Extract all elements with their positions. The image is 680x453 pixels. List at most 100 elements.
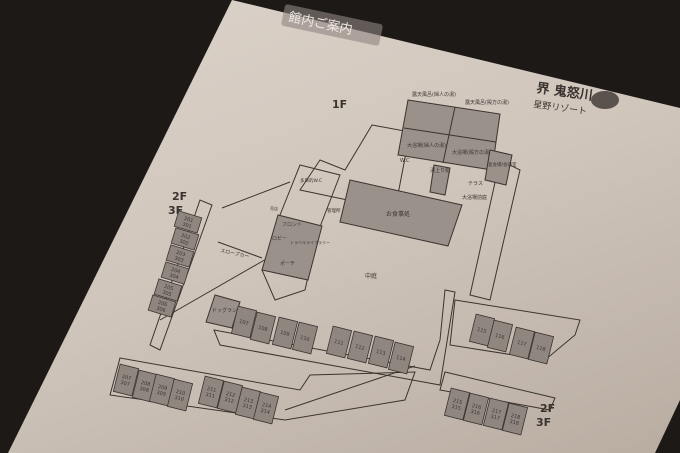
label-multi-wc: 多目的W.C: [300, 177, 322, 184]
room-number: 202: [180, 233, 191, 242]
room-box: [387, 341, 415, 375]
room-118: 118: [527, 331, 555, 365]
room-box: [482, 397, 510, 431]
room-number: 309: [156, 390, 167, 398]
room-number: 315: [451, 404, 462, 412]
room-number: 212: [225, 391, 236, 399]
room-number: 109: [279, 330, 290, 338]
label-yuagari: 湯上り処: [430, 167, 450, 174]
room-box: [147, 294, 177, 318]
room-box: [325, 325, 353, 359]
room-number: 316: [470, 409, 481, 417]
room-number: 117: [516, 340, 527, 348]
room-114: 114: [387, 341, 415, 375]
room-number: 112: [354, 344, 365, 352]
room-box: [160, 261, 190, 285]
room-box: [170, 227, 200, 251]
room-number: 204: [170, 267, 181, 276]
room-107: 107: [230, 305, 258, 339]
floor-label-1f: 1F: [332, 98, 347, 111]
title-badge: 館内ご案内: [281, 4, 383, 46]
room-box: [527, 331, 555, 365]
label-bath-men: 大浴場(殿方の湯): [452, 149, 491, 156]
room-number: 209: [157, 384, 168, 392]
room-number: 318: [509, 419, 520, 427]
room-box: [486, 319, 514, 353]
room-number: 211: [206, 386, 217, 394]
room-number: 306: [155, 306, 166, 315]
label-library: トラベルライブラリー: [290, 239, 330, 245]
label-courtyard: 中庭: [365, 272, 377, 280]
room-box: [153, 278, 183, 302]
room-number: 203: [175, 250, 186, 259]
room-box: [112, 363, 140, 397]
floor-label-2f-east: 2F: [540, 402, 555, 415]
room-number: 215: [452, 398, 463, 406]
room-113: 113: [367, 335, 395, 369]
label-front: フロント: [282, 222, 302, 228]
room-box: [165, 244, 195, 268]
room-box: [230, 305, 258, 339]
label-banquet: 宴会場/会議室: [488, 161, 517, 168]
dining-hall: お食事処: [339, 179, 463, 247]
room-number: 317: [490, 414, 501, 422]
room-box: [271, 316, 299, 350]
room-number: 214: [261, 402, 272, 410]
room-box: [291, 321, 319, 355]
room-number: 218: [510, 413, 521, 421]
room-number: 113: [375, 349, 386, 357]
room-number: 118: [535, 345, 546, 353]
room-number: 210: [175, 389, 186, 397]
room-number: 307: [120, 380, 131, 388]
label-wc: W.C: [400, 158, 410, 164]
room-box: [443, 387, 471, 421]
label-bath-women: 大浴場(婦人の湯): [407, 142, 446, 149]
room-number: 213: [243, 397, 254, 405]
label-bath-garden: 大浴場前庭: [462, 194, 487, 201]
room-number: 116: [494, 333, 505, 341]
room-number: 217: [491, 408, 502, 416]
brand-logo-icon: [591, 91, 619, 109]
room-112: 112: [346, 330, 374, 364]
room-box: [367, 335, 395, 369]
room-number: 110: [299, 335, 310, 343]
room-box: [249, 311, 277, 345]
room-116: 116: [486, 319, 514, 353]
room-number: 311: [205, 392, 216, 400]
floor-label-2f: 2F: [172, 190, 187, 203]
room-number: 216: [471, 403, 482, 411]
room-number: 108: [257, 325, 268, 333]
room-111: 111: [325, 325, 353, 359]
room-number: 111: [333, 339, 344, 347]
room-number: 313: [242, 403, 253, 411]
label-rotenburo-women: 露天風呂(婦人の湯): [412, 91, 456, 98]
label-dining: お食事処: [386, 210, 410, 218]
floor-label-3f-east: 3F: [536, 416, 551, 429]
label-dog-run: ドッグラン: [212, 307, 237, 314]
room-box: [501, 402, 529, 436]
lobby-area: フロント ロビー トラベルライブラリー ポーチ: [261, 214, 330, 281]
room-number: 206: [157, 300, 168, 309]
room-109: 109: [271, 316, 299, 350]
dog-run: ドッグラン: [205, 294, 241, 329]
room-box: [173, 210, 203, 234]
room-number: 205: [163, 284, 174, 293]
room-number: 208: [140, 380, 151, 388]
label-lobby: ロビー: [272, 235, 287, 242]
